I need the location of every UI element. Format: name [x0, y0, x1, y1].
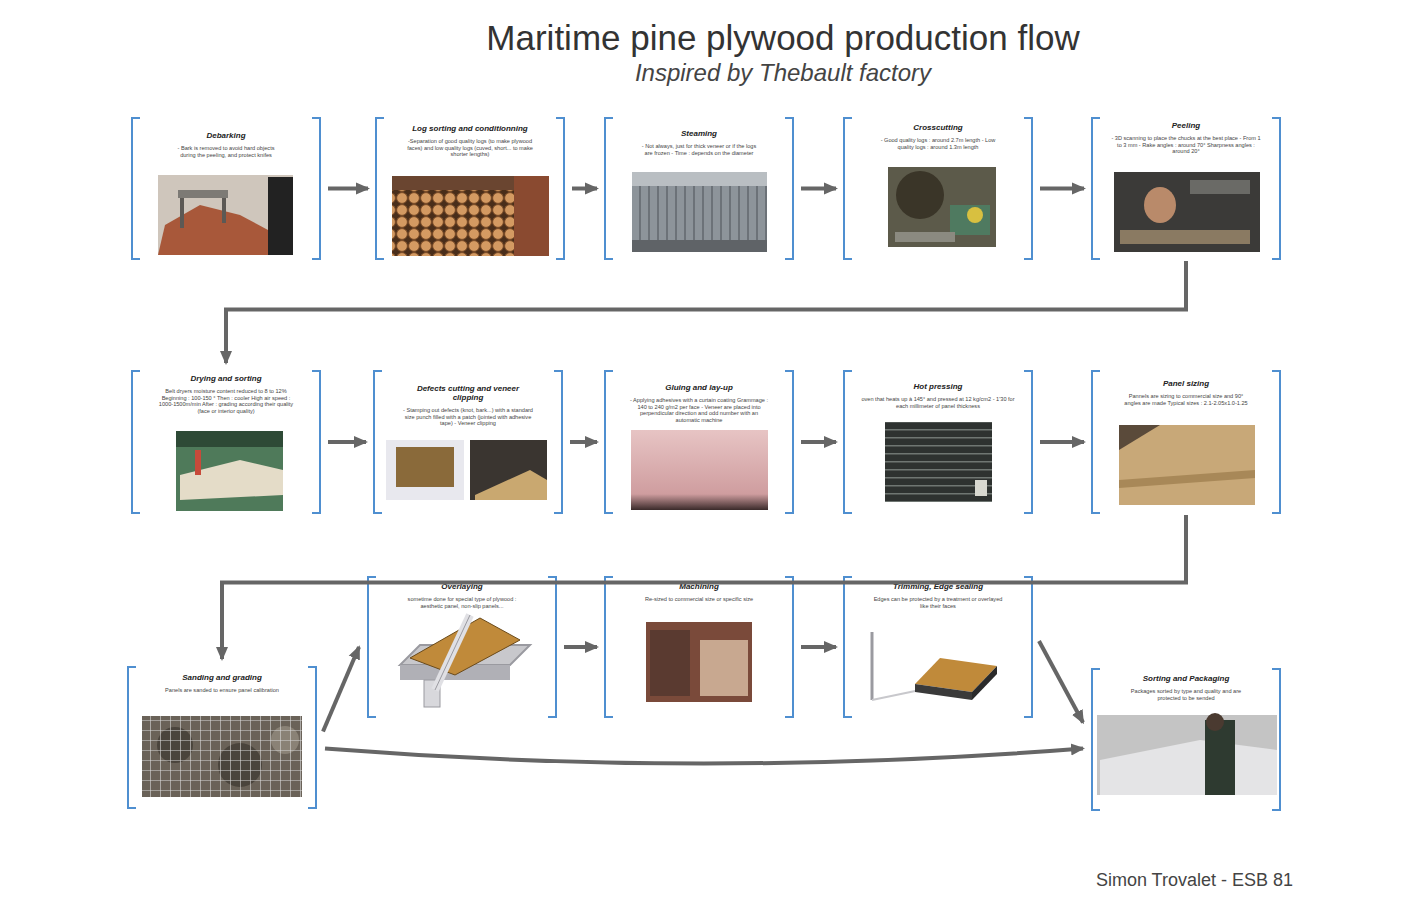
- step-description: Panels are sanded to ensure panel calibr…: [162, 687, 282, 694]
- step-heading: Steaming: [639, 129, 759, 138]
- step-description: Re-sized to commercial size or specific …: [644, 596, 754, 603]
- flow-arrow: [801, 645, 836, 649]
- process-box: Defects cutting and veneer clipping - Sta…: [373, 370, 563, 514]
- step-description: - 3D scanning to place the chucks at the…: [1111, 135, 1261, 155]
- process-box: Panel sizingPannels are sizing to commer…: [1091, 370, 1281, 514]
- text-column: Sanding and gradingPanels are sanded to …: [162, 673, 282, 694]
- step-description: -Separation of good quality logs (to mak…: [403, 138, 538, 158]
- step-heading: Log sorting and conditionning: [403, 124, 538, 133]
- process-box: Overlaying sometime done for special type…: [367, 576, 557, 718]
- flow-arrow: [1040, 187, 1084, 191]
- diagram-title: Maritime pine plywood production flow: [383, 18, 1183, 58]
- flow-arrow: [328, 187, 368, 191]
- text-column: Trimming, Edge sealingEdges can be prote…: [873, 582, 1003, 609]
- step-heading: Overlaying: [407, 582, 517, 591]
- process-box: MachiningRe-sized to commercial size or …: [604, 576, 794, 718]
- step-heading: Defects cutting and veneer clipping: [403, 384, 533, 402]
- step-heading: Trimming, Edge sealing: [873, 582, 1003, 591]
- text-column: Peeling - 3D scanning to place the chucks…: [1111, 121, 1261, 155]
- step-description: Belt dryers moisture content reduced to …: [156, 388, 296, 414]
- step-heading: Debarking: [176, 131, 276, 140]
- step-heading: Machining: [644, 582, 754, 591]
- process-box: Crosscutting - Good quality logs : around…: [843, 117, 1033, 260]
- step-description: Packages sorted by type and quality and …: [1121, 688, 1251, 701]
- process-box: Log sorting and conditionning -Separation…: [375, 117, 565, 260]
- step-description: Pannels are sizing to commercial size an…: [1121, 393, 1251, 406]
- text-column: Debarking - Bark is removed to avoid hard…: [176, 131, 276, 158]
- process-box: Drying and sortingBelt dryers moisture c…: [131, 370, 321, 514]
- step-description: oven that heats up à 145° and pressed at…: [858, 396, 1018, 409]
- text-column: Sorting and PackagingPackages sorted by …: [1121, 674, 1251, 701]
- step-description: - Bark is removed to avoid hard objects …: [176, 145, 276, 158]
- flow-arrow: [222, 515, 1186, 659]
- text-column: Panel sizingPannels are sizing to commer…: [1121, 379, 1251, 406]
- step-description: - Stamping out defects (knot, bark...) w…: [403, 407, 533, 427]
- text-column: MachiningRe-sized to commercial size or …: [644, 582, 754, 603]
- flow-arrow: [801, 440, 836, 444]
- flow-arrow: [1040, 440, 1084, 444]
- text-column: Gluing and lay-up - Applying adhesives wi…: [629, 383, 769, 423]
- text-column: Overlaying sometime done for special type…: [407, 582, 517, 609]
- step-description: - Good quality logs : around 2.7m length…: [873, 137, 1003, 150]
- text-column: Steaming - Not always, just for thick ven…: [639, 129, 759, 156]
- text-column: Drying and sortingBelt dryers moisture c…: [156, 374, 296, 414]
- process-box: Trimming, Edge sealingEdges can be prote…: [843, 576, 1033, 718]
- text-column: Crosscutting - Good quality logs : around…: [873, 123, 1003, 150]
- flow-arrow: [801, 187, 836, 191]
- process-box: Sorting and PackagingPackages sorted by …: [1091, 668, 1281, 811]
- step-heading: Peeling: [1111, 121, 1261, 130]
- process-box: Steaming - Not always, just for thick ven…: [604, 117, 794, 260]
- text-column: Hot pressing oven that heats up à 145° an…: [858, 382, 1018, 409]
- step-heading: Sorting and Packaging: [1121, 674, 1251, 683]
- step-heading: Gluing and lay-up: [629, 383, 769, 392]
- flow-arrow: [226, 261, 1186, 363]
- process-box: Peeling - 3D scanning to place the chucks…: [1091, 117, 1281, 260]
- subtitle-text: Inspired by Thebault factory: [483, 58, 1083, 88]
- step-heading: Hot pressing: [858, 382, 1018, 391]
- step-heading: Panel sizing: [1121, 379, 1251, 388]
- process-box: Gluing and lay-up - Applying adhesives wi…: [604, 370, 794, 514]
- process-box: Hot pressing oven that heats up à 145° an…: [843, 370, 1033, 514]
- step-heading: Crosscutting: [873, 123, 1003, 132]
- step-description: sometime done for special type of plywoo…: [407, 596, 517, 609]
- step-heading: Sanding and grading: [162, 673, 282, 682]
- text-column: Log sorting and conditionning -Separation…: [403, 124, 538, 158]
- flow-arrow: [570, 440, 597, 444]
- flow-arrow: [572, 187, 597, 191]
- step-heading: Drying and sorting: [156, 374, 296, 383]
- process-box: Sanding and gradingPanels are sanded to …: [127, 666, 317, 809]
- flow-arrow: [328, 440, 366, 444]
- step-description: Edges can be protected by a treatment or…: [873, 596, 1003, 609]
- flow-arrow: [325, 749, 1083, 764]
- process-box: Debarking - Bark is removed to avoid hard…: [131, 117, 321, 260]
- flow-arrow: [323, 647, 359, 732]
- step-description: - Not always, just for thick veneer or i…: [639, 143, 759, 156]
- flow-arrow: [1039, 641, 1083, 723]
- text-column: Defects cutting and veneer clipping - Sta…: [403, 384, 533, 427]
- author-credit: Simon Trovalet - ESB 81: [993, 869, 1293, 891]
- flow-arrow: [564, 645, 597, 649]
- step-description: - Applying adhesives with a curtain coat…: [629, 397, 769, 423]
